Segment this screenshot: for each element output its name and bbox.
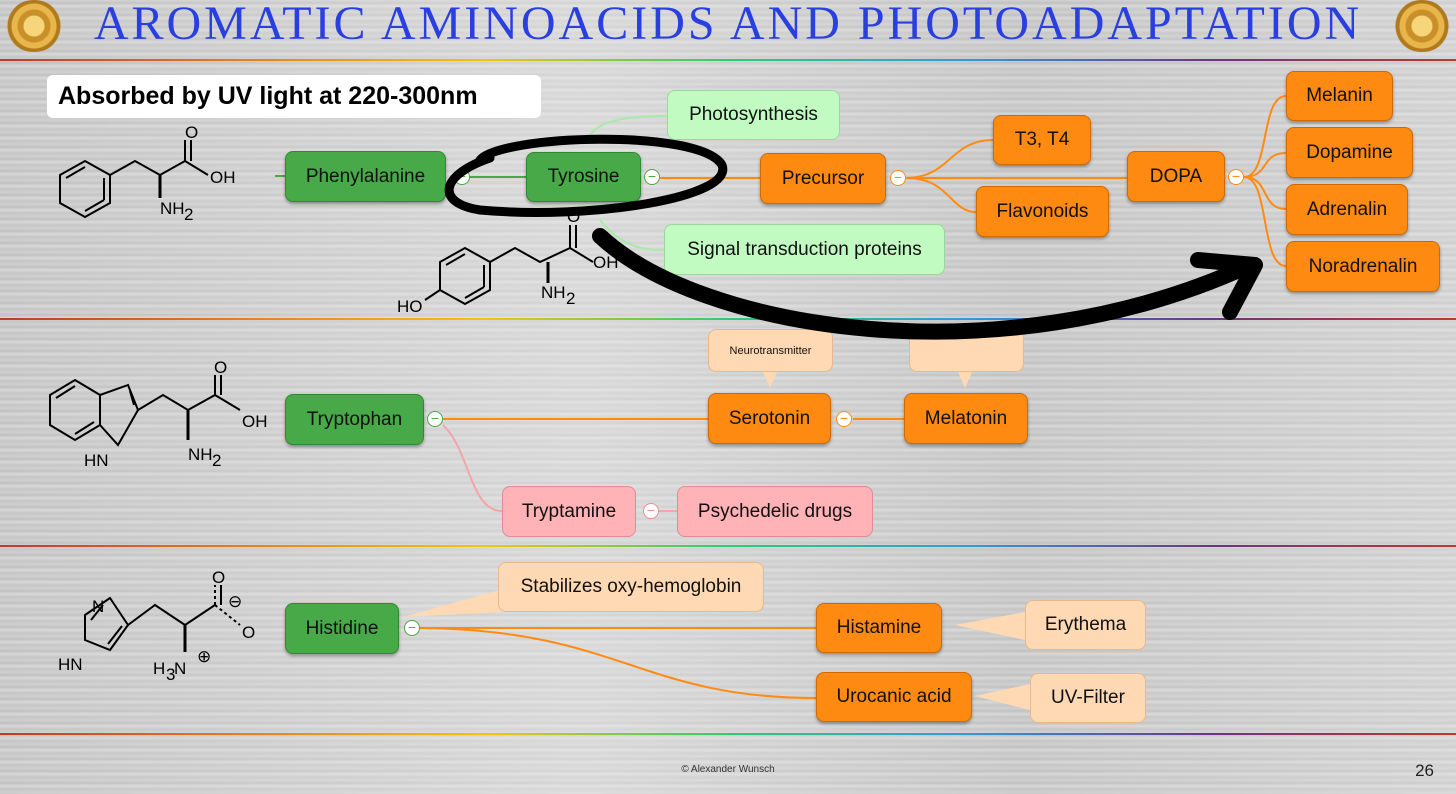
divider-1 <box>0 318 1456 320</box>
connector-his-urocanic <box>419 627 817 699</box>
trp-oh-label: OH <box>242 412 268 431</box>
tyr-oh-label: OH <box>593 253 619 272</box>
node-tyrosine[interactable]: Tyrosine <box>526 152 641 202</box>
his-plus-label: ⊕ <box>197 647 211 666</box>
collapse-dopa[interactable]: − <box>1228 169 1244 185</box>
node-melanin[interactable]: Melanin <box>1286 71 1393 121</box>
trp-hn-label: HN <box>84 451 109 470</box>
his-n-label: N <box>92 597 104 616</box>
node-psychedelic-drugs[interactable]: Psychedelic drugs <box>677 486 873 537</box>
node-melatonin[interactable]: Melatonin <box>904 393 1028 444</box>
connector-pre-t3 <box>905 139 994 179</box>
node-signal-transduction[interactable]: Signal transduction proteins <box>664 224 945 275</box>
callout-uv-filter: UV-Filter <box>1030 673 1146 723</box>
slide-title: AROMATIC AMINOACIDS AND PHOTOADAPTATION <box>93 0 1363 50</box>
connector-dopa-noradrenalin <box>1243 176 1287 267</box>
divider-3 <box>0 733 1456 735</box>
highlight-arrow-shaft <box>592 228 1258 340</box>
connector-dopa-melanin <box>1243 95 1287 178</box>
connector-tyr-photo <box>589 115 668 136</box>
tyr-ho-label: HO <box>397 297 423 316</box>
node-dopa[interactable]: DOPA <box>1127 151 1225 202</box>
collapse-histidine[interactable]: − <box>404 620 420 636</box>
node-photosynthesis[interactable]: Photosynthesis <box>667 90 840 140</box>
divider-top <box>0 59 1456 61</box>
collapse-precursor[interactable]: − <box>890 170 906 186</box>
node-adrenalin[interactable]: Adrenalin <box>1286 184 1408 235</box>
node-t3-t4[interactable]: T3, T4 <box>993 115 1091 165</box>
page-number: 26 <box>1415 761 1434 780</box>
node-urocanic-acid[interactable]: Urocanic acid <box>816 672 972 722</box>
trp-nh-sub: 2 <box>212 451 221 470</box>
his-minus-label: ⊖ <box>228 592 242 611</box>
connector-dopa-dopamine <box>1243 152 1287 178</box>
callout-wedge-oxy <box>403 590 500 617</box>
connector-dopa-adrenalin <box>1243 176 1287 210</box>
callout-neurotransmitter: Neurotransmitter <box>708 329 833 372</box>
callout-wedge-neuro <box>763 372 777 388</box>
connector-tyr-signal <box>599 219 665 251</box>
callout-wedge-erythema <box>955 612 1025 640</box>
tyr-nh-sub: 2 <box>566 289 575 308</box>
node-tryptophan[interactable]: Tryptophan <box>285 394 424 445</box>
his-hn-label: HN <box>58 655 83 674</box>
node-tryptamine[interactable]: Tryptamine <box>502 486 636 537</box>
connector-trp-tryptamine <box>442 424 503 512</box>
highlight-circle-tyrosine <box>444 134 728 217</box>
phe-o-label: O <box>185 123 198 142</box>
node-flavonoids[interactable]: Flavonoids <box>976 186 1109 237</box>
uv-absorption-label: Absorbed by UV light at 220-300nm <box>47 75 541 118</box>
his-h-sub: 3 <box>166 665 175 684</box>
trp-nh-label: NH <box>188 445 213 464</box>
node-noradrenalin[interactable]: Noradrenalin <box>1286 241 1440 292</box>
node-serotonin[interactable]: Serotonin <box>708 393 831 444</box>
node-histidine[interactable]: Histidine <box>285 603 399 654</box>
his-o-label: O <box>212 568 225 587</box>
node-precursor[interactable]: Precursor <box>760 153 886 204</box>
node-histamine[interactable]: Histamine <box>816 603 942 653</box>
his-n2-label: N <box>174 659 186 678</box>
callout-oxy-hemoglobin: Stabilizes oxy-hemoglobin <box>498 562 764 612</box>
gold-medallion-left <box>4 0 64 52</box>
his-h-label: H <box>153 659 165 678</box>
callout-erythema: Erythema <box>1025 600 1146 650</box>
phenylalanine-benzene-ring <box>59 159 111 219</box>
tyr-nh-label: NH <box>541 283 566 302</box>
node-phenylalanine[interactable]: Phenylalanine <box>285 151 446 202</box>
collapse-tryptophan[interactable]: − <box>427 411 443 427</box>
phe-nh-sub: 2 <box>184 205 193 224</box>
trp-o-label: O <box>214 358 227 377</box>
gold-medallion-right <box>1392 0 1452 52</box>
his-o2-label: O <box>242 623 255 642</box>
node-dopamine[interactable]: Dopamine <box>1286 127 1413 178</box>
phe-oh-label: OH <box>210 168 236 187</box>
divider-2 <box>0 545 1456 547</box>
connector-pre-flav <box>905 177 977 213</box>
collapse-serotonin[interactable]: − <box>836 411 852 427</box>
collapse-tyrosine[interactable]: − <box>644 169 660 185</box>
callout-wedge-neuro2 <box>958 372 972 388</box>
collapse-tryptamine[interactable]: − <box>643 503 659 519</box>
highlight-arrow-head <box>1190 252 1263 320</box>
phe-nh-label: NH <box>160 199 185 218</box>
callout-wedge-uvfilter <box>975 684 1030 710</box>
copyright-footer: © Alexander Wunsch <box>681 764 775 775</box>
